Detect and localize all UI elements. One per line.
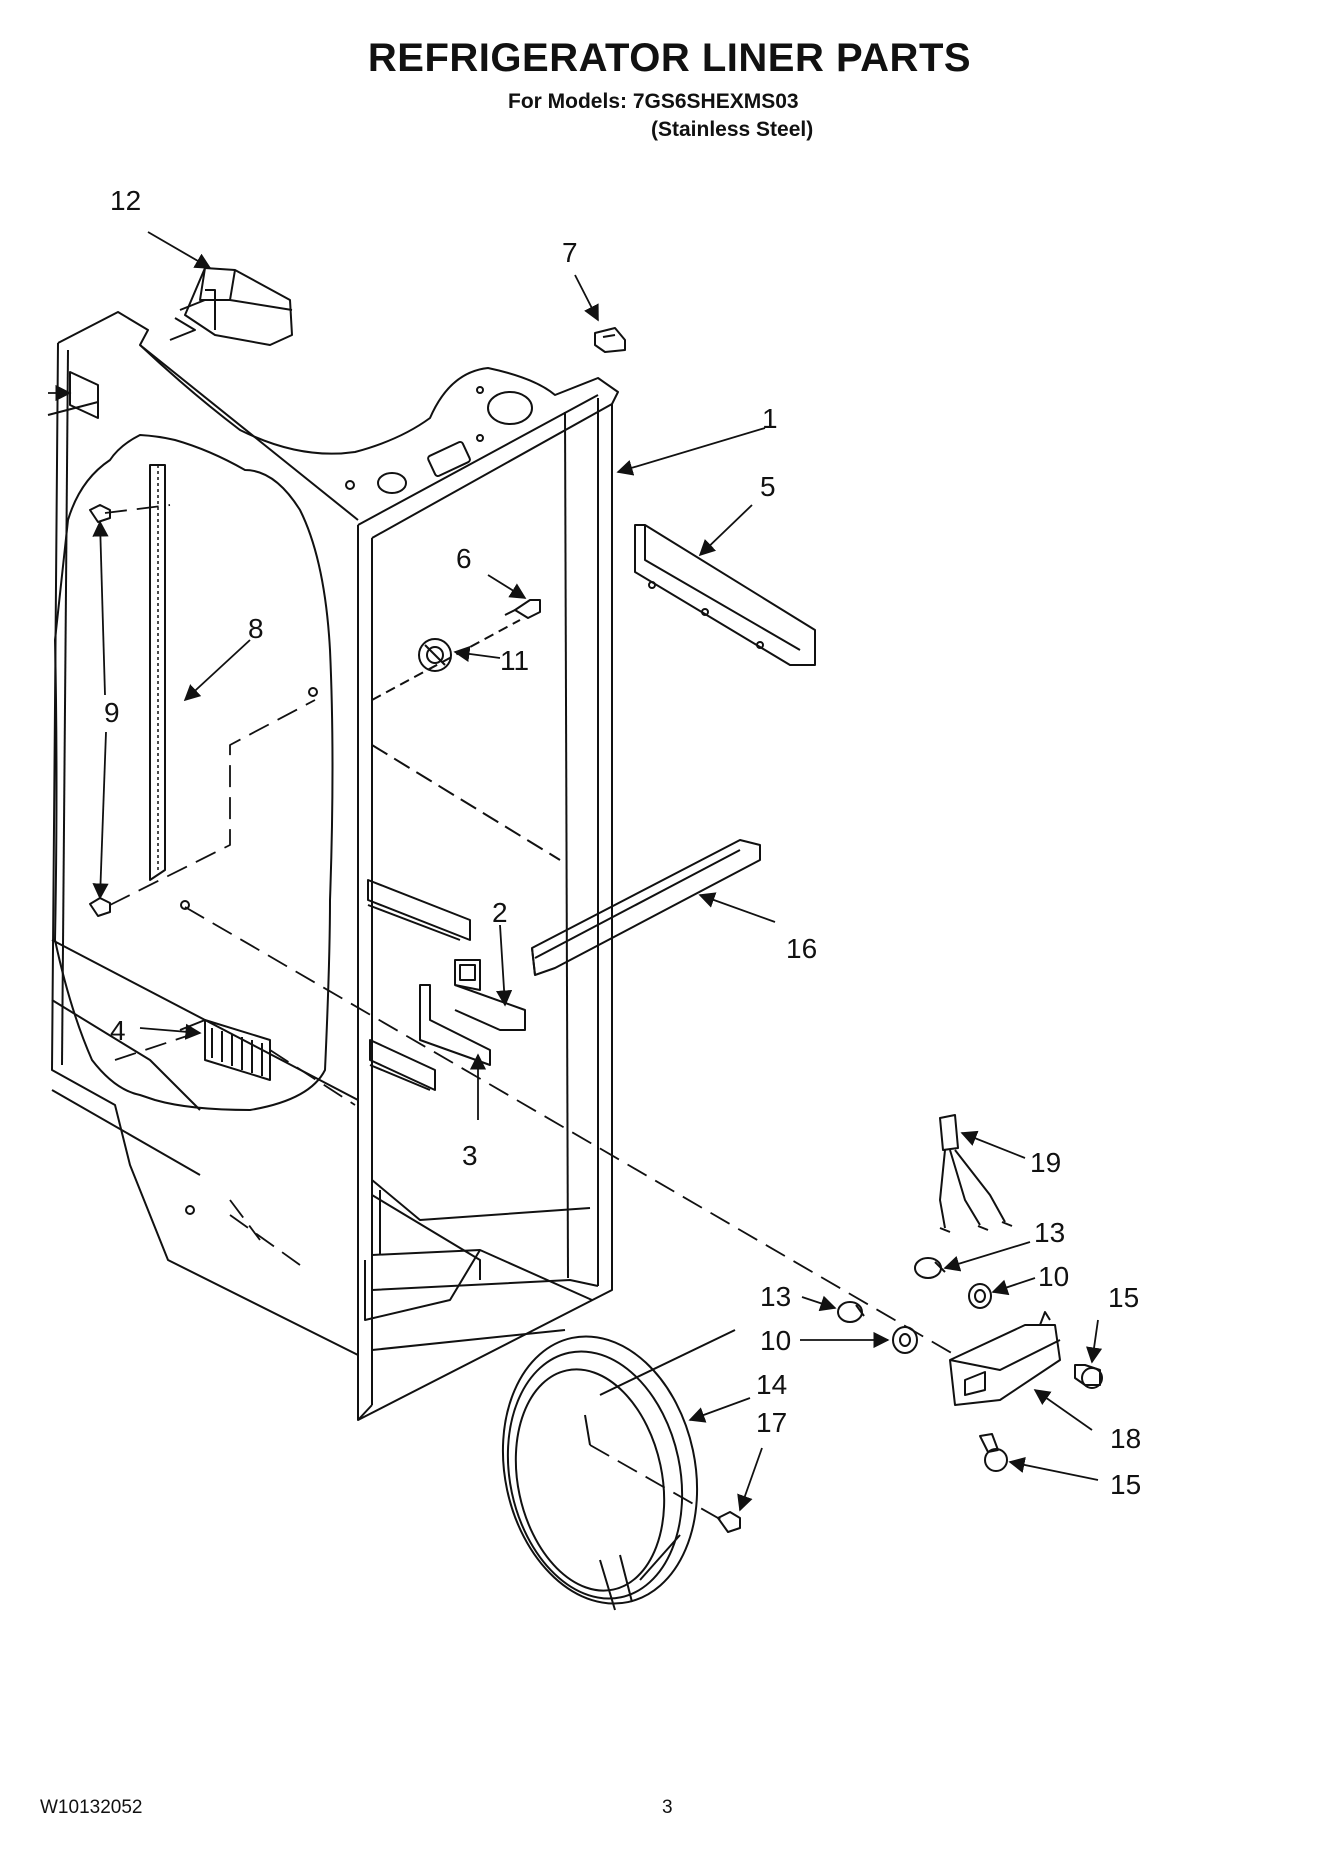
callout-3: 3 bbox=[462, 1140, 478, 1171]
part-4-grille bbox=[179, 1019, 271, 1081]
part-14-water-tube bbox=[501, 1329, 736, 1611]
callout-9-top: 9 bbox=[104, 697, 120, 728]
model-info: For Models: 7GS6SHEXMS03 (Stainless Stee… bbox=[508, 88, 813, 144]
callout-6: 6 bbox=[456, 543, 472, 574]
callout-15-bottom: 15 bbox=[1110, 1469, 1141, 1500]
callout-4: 4 bbox=[110, 1015, 126, 1046]
part-10-ring-a bbox=[968, 1283, 992, 1309]
rear-wall-panel bbox=[54, 434, 334, 1111]
part-13-grommet-b bbox=[837, 1301, 865, 1323]
part-18-housing bbox=[949, 1311, 1061, 1406]
callout-10-right: 10 bbox=[1038, 1261, 1069, 1292]
callout-18: 18 bbox=[1110, 1423, 1141, 1454]
part-9-screw-top bbox=[89, 504, 111, 523]
callout-10-left: 10 bbox=[760, 1325, 791, 1356]
callout-19: 19 bbox=[1030, 1147, 1061, 1178]
callout-15-top: 15 bbox=[1108, 1282, 1139, 1313]
callout-labels: 12 7 1 5 6 11 8 9 2 3 4 16 19 13 10 13 1… bbox=[104, 185, 1141, 1500]
callout-16: 16 bbox=[786, 933, 817, 964]
part-5-channel bbox=[634, 524, 816, 666]
callout-1: 1 bbox=[762, 403, 778, 434]
page-number: 3 bbox=[662, 1797, 673, 1818]
finish-line: (Stainless Steel) bbox=[651, 118, 814, 141]
part-15-screw-b bbox=[979, 1433, 1008, 1472]
refrigerator-liner bbox=[47, 311, 619, 1421]
callout-8: 8 bbox=[248, 613, 264, 644]
part-9-screw-bottom bbox=[89, 897, 111, 917]
callout-5: 5 bbox=[760, 471, 776, 502]
part-16-rail bbox=[531, 839, 761, 976]
document-id: W10132052 bbox=[40, 1797, 143, 1818]
callout-7: 7 bbox=[562, 237, 578, 268]
part-17-screw bbox=[717, 1511, 741, 1533]
part-12-control-housing bbox=[169, 267, 293, 346]
part-6-screw bbox=[504, 599, 541, 619]
part-15-screw-a bbox=[1074, 1364, 1103, 1389]
part-19-wire-harness bbox=[939, 1114, 1013, 1233]
part-10-ring-b bbox=[892, 1326, 918, 1354]
part-2-bracket bbox=[454, 959, 526, 1031]
callout-12: 12 bbox=[110, 185, 141, 216]
part-11-bracket bbox=[371, 619, 521, 701]
page-title: REFRIGERATOR LINER PARTS bbox=[367, 36, 972, 80]
callout-14: 14 bbox=[756, 1369, 787, 1400]
part-3-bracket bbox=[419, 984, 491, 1066]
part-13-grommet-a bbox=[914, 1257, 946, 1279]
part-7-clip bbox=[594, 327, 626, 353]
callout-2: 2 bbox=[492, 897, 508, 928]
callout-13-left: 13 bbox=[760, 1281, 791, 1312]
models-line: For Models: 7GS6SHEXMS03 bbox=[508, 90, 799, 113]
callout-17: 17 bbox=[756, 1407, 787, 1438]
callout-11: 11 bbox=[500, 645, 529, 676]
callout-13-right: 13 bbox=[1034, 1217, 1065, 1248]
